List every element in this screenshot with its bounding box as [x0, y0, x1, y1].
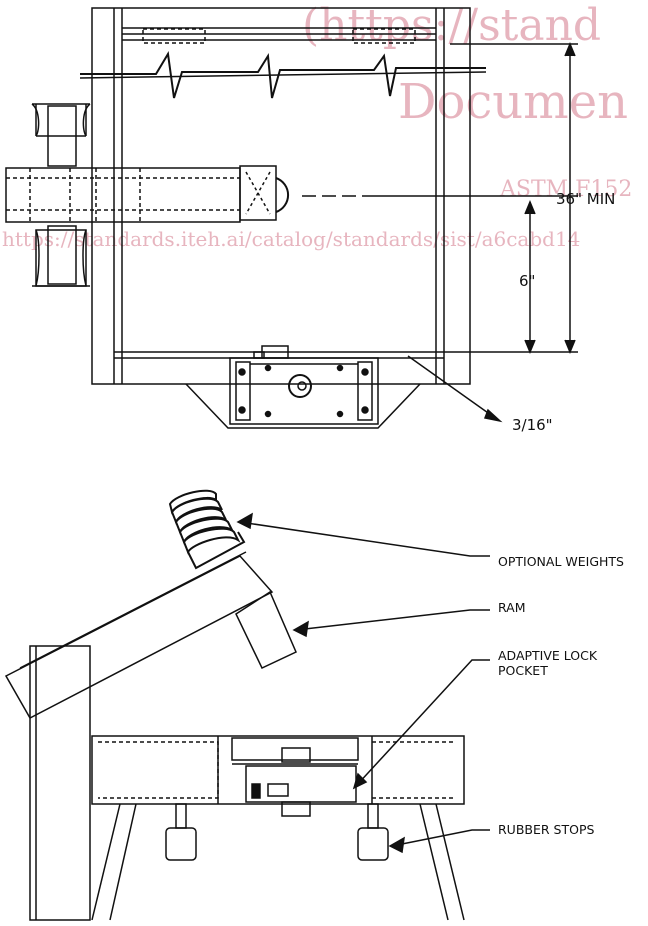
base-frame — [91, 735, 465, 805]
leader-lock-pocket — [355, 659, 490, 787]
watermark-standard: ASTM F152 — [499, 177, 632, 202]
ram-shaft — [5, 167, 241, 223]
lock-cylinder — [288, 374, 312, 398]
leg-left — [91, 803, 121, 921]
rubber-stop-right — [357, 827, 389, 861]
side-view — [4, 489, 490, 921]
ram-body — [4, 555, 274, 719]
callout-optional-weights: OPTIONAL WEIGHTS — [498, 554, 624, 569]
callout-pocket: POCKET — [498, 663, 548, 678]
i-beam — [31, 103, 91, 287]
ram-head — [239, 165, 277, 221]
dim-3-16: 3/16" — [512, 416, 553, 434]
dim-6: 6" — [519, 272, 535, 290]
top-view — [5, 7, 578, 429]
lock-pocket — [245, 765, 357, 803]
upright-post — [29, 645, 91, 921]
leader-ram — [295, 609, 490, 631]
leg-right — [419, 803, 449, 921]
lock-box — [229, 357, 379, 425]
callout-rubber-stops: RUBBER STOPS — [498, 822, 594, 837]
optional-weights — [168, 489, 246, 570]
slot-left — [142, 28, 206, 44]
watermark-catalog-url: https://standards.iteh.ai/catalog/standa… — [2, 227, 580, 251]
dim-36-min: 36" MIN — [556, 190, 615, 208]
leader-3-16 — [407, 355, 499, 421]
leader-weights — [239, 521, 490, 557]
slot-right — [352, 28, 416, 44]
ram-head-side — [235, 590, 297, 669]
watermark-word: Documen — [398, 74, 628, 130]
break-line — [80, 51, 486, 99]
leader-rubber-stops — [391, 829, 490, 847]
rubber-stop-left — [165, 827, 197, 861]
callout-ram: RAM — [498, 600, 526, 615]
lock-keyhole — [297, 381, 307, 391]
callout-adaptive-lock: ADAPTIVE LOCK — [498, 648, 598, 663]
tray — [185, 383, 421, 429]
